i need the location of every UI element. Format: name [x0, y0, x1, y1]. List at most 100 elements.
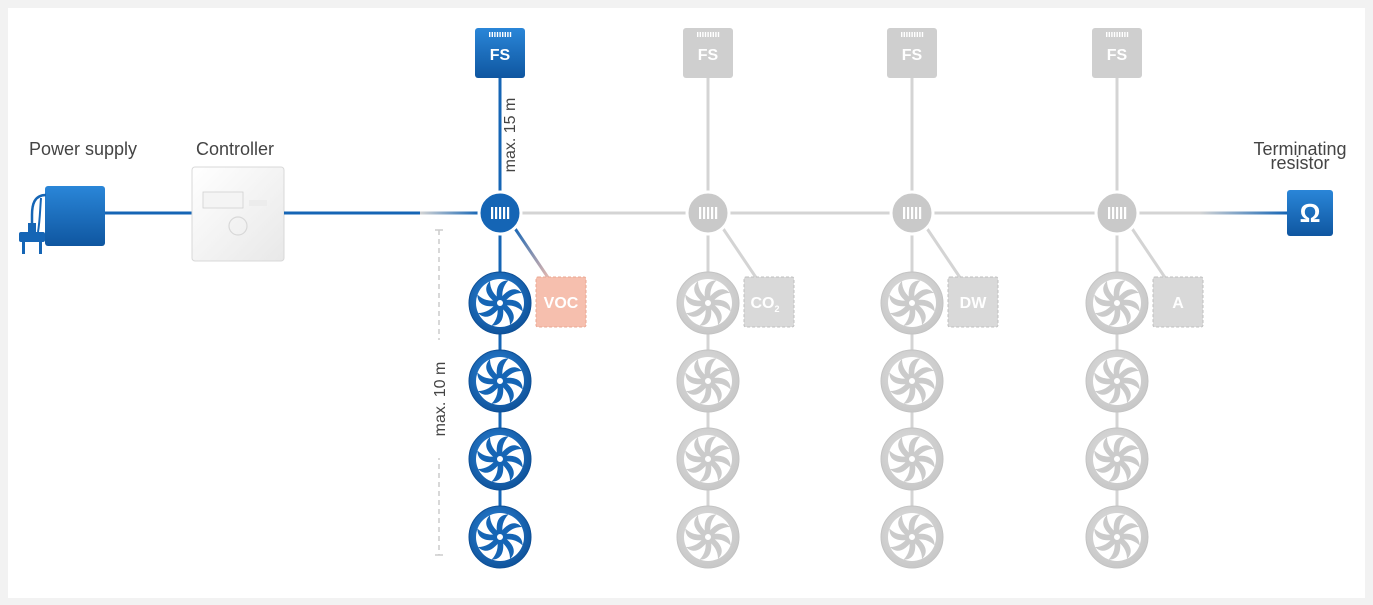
fs-vent [914, 32, 916, 37]
hub-pin [495, 207, 498, 219]
fan-blade [686, 459, 708, 473]
fan-blade [710, 533, 731, 546]
controller-knob [228, 216, 248, 236]
fan-hub [907, 376, 917, 386]
fan-blade [903, 461, 916, 482]
fs-vent [712, 32, 714, 37]
hub-pin [1116, 207, 1119, 219]
max-10-label: max. 10 m [432, 362, 449, 437]
fan-blade [898, 437, 912, 459]
fan-blade [1117, 289, 1139, 303]
controller-button [249, 200, 267, 206]
fs-vent [502, 32, 504, 37]
fan-blade [1108, 383, 1121, 404]
fan-blade [477, 294, 498, 307]
fan-icon [1085, 505, 1149, 569]
fan-blade [908, 514, 921, 535]
fan-blade [708, 445, 730, 459]
fan-icon [880, 505, 944, 569]
fan-blade [914, 299, 935, 312]
fs-vent [496, 32, 499, 37]
fan-blade [502, 533, 523, 546]
hub-pin [1124, 207, 1127, 219]
fan-blade [708, 303, 722, 325]
fan-hub [703, 298, 713, 308]
fs-sensor-box [887, 28, 937, 78]
fan-blade [704, 514, 717, 535]
power-supply [19, 186, 105, 254]
fan-blade [699, 305, 712, 326]
fan-blade [914, 533, 935, 546]
fan-blade [496, 280, 509, 301]
fan-blade [912, 445, 934, 459]
controller [191, 166, 285, 262]
power-supply-box [45, 186, 105, 246]
fs-vent [710, 32, 712, 37]
fan-blade [912, 367, 934, 381]
fan-hub [703, 454, 713, 464]
fs-sensor-label: FS [698, 47, 719, 64]
bus-connector-icon [1094, 190, 1140, 236]
side-sensor-cable [924, 226, 965, 283]
fs-vent [699, 32, 701, 37]
fan-blade [500, 537, 514, 559]
fan-blade [912, 289, 934, 303]
fan-blade [699, 383, 712, 404]
hub-pin [919, 207, 922, 219]
fan-blade [486, 515, 500, 537]
side-sensor-label: CO2 [750, 295, 779, 314]
fan-blade [1113, 514, 1126, 535]
side-sensor-label: DW [960, 295, 988, 312]
fs-vent [1108, 32, 1110, 37]
fan-hub [495, 532, 505, 542]
branch-2: FS CO2 [676, 28, 795, 569]
hub-pin [1120, 207, 1123, 219]
fan-blade [1113, 436, 1126, 457]
fan-blade [478, 381, 500, 395]
fs-vent [489, 32, 491, 37]
fan-blade [500, 523, 522, 537]
fs-sensor-label: FS [490, 47, 511, 64]
fan-blade [1119, 377, 1140, 390]
fan-blade [708, 381, 722, 403]
fs-vent [509, 32, 512, 37]
fan-blade [903, 539, 916, 560]
fan-hub [703, 532, 713, 542]
fan-blade [704, 280, 717, 301]
fan-blade [500, 303, 514, 325]
side-sensor-cable [512, 226, 553, 283]
hub-pin [703, 207, 706, 219]
fs-sensor: FS [475, 28, 525, 78]
fan-blade [1103, 515, 1117, 537]
fan-blade [694, 359, 708, 381]
fs-vent [702, 32, 704, 37]
fan-hub [1112, 454, 1122, 464]
hub-pin [503, 207, 506, 219]
fan-blade [889, 450, 910, 463]
fan-icon [468, 271, 532, 335]
fan-blade [898, 359, 912, 381]
fan-blade [502, 377, 523, 390]
power-supply-label: Power supply [29, 139, 137, 159]
fs-vent [717, 32, 720, 37]
fan-blade [500, 367, 522, 381]
fan-icon [468, 349, 532, 413]
fs-vent [903, 32, 905, 37]
bus-cable-fade-out [1200, 211, 1287, 215]
fan-blade [686, 303, 708, 317]
fan-blade [889, 294, 910, 307]
fan-blade [1108, 461, 1121, 482]
fan-blade [686, 381, 708, 395]
hub-pin [911, 207, 914, 219]
fan-blade [914, 455, 935, 468]
side-sensor-cable [1129, 226, 1170, 283]
fan-blade [500, 381, 514, 403]
hub-pin [711, 207, 714, 219]
fs-sensor-box [683, 28, 733, 78]
fan-blade [699, 461, 712, 482]
fan-blade [912, 523, 934, 537]
fan-icon [1085, 349, 1149, 413]
fan-blade [912, 537, 926, 559]
